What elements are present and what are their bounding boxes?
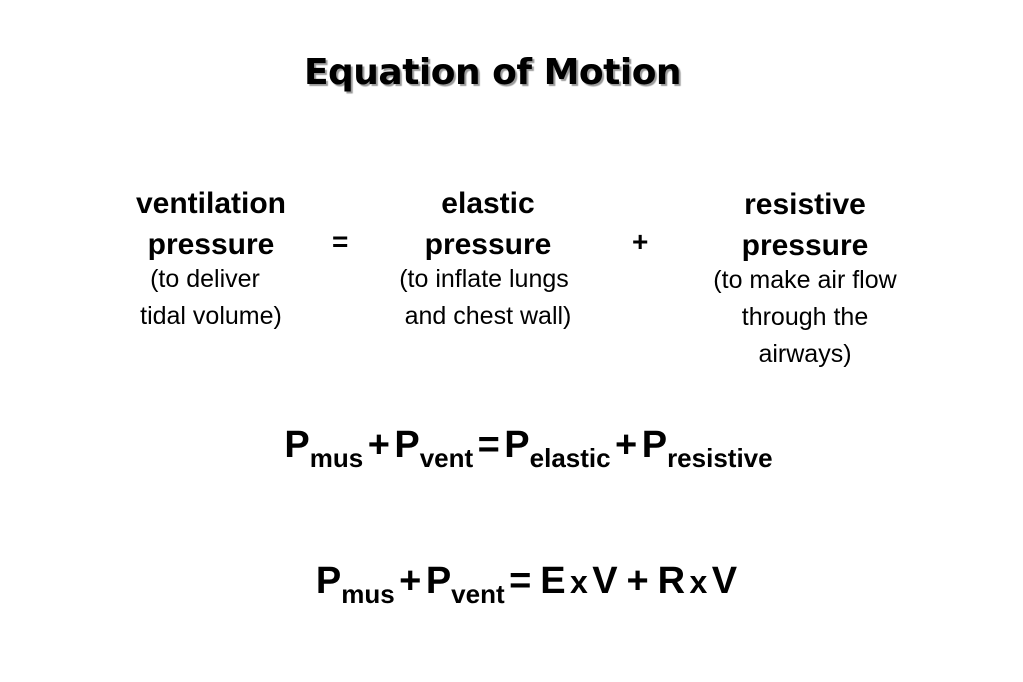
elastic-note-line2: and chest wall): [404, 302, 572, 330]
elastic-pressure-block: elastic pressure (to inflate lungs and c…: [368, 183, 608, 335]
resistive-pressure-block: resistive pressure (to make air flow thr…: [680, 184, 930, 373]
equals-operator: =: [509, 560, 532, 602]
resistive-note-line2: through the: [741, 303, 869, 331]
elastic-pressure-label: pressure: [424, 228, 552, 261]
plus-operator: +: [632, 226, 649, 257]
ventilation-note-line1: (to deliver: [150, 265, 260, 293]
plus-operator: +: [367, 424, 390, 466]
slide-title: Equation of Motion: [303, 52, 682, 93]
ventilation-note-line2: tidal volume): [140, 302, 282, 330]
times-operator: x: [570, 564, 588, 600]
volume-symbol: V: [592, 560, 618, 602]
plus-operator: +: [399, 560, 422, 602]
times-operator: x: [689, 564, 708, 600]
ventilation-label: ventilation: [135, 187, 286, 220]
motion-equation: Pmus + Pvent = E x V + R x V: [0, 560, 1023, 609]
elastance-symbol: E: [540, 560, 566, 602]
flow-symbol: V: [711, 560, 738, 602]
elastic-subscript: elastic: [529, 443, 611, 473]
pressure-equation: Pmus + Pvent = Pelastic + Presistive: [0, 424, 1023, 473]
ventilation-pressure-label: pressure: [147, 228, 275, 261]
resistive-label: resistive: [744, 188, 866, 221]
plus-operator: +: [626, 560, 649, 602]
resistive-pressure-label: pressure: [741, 229, 869, 262]
p-vent-symbol: P: [425, 560, 452, 602]
vent-subscript: vent: [419, 443, 474, 473]
mus-subscript: mus: [309, 443, 364, 473]
p-elastic-symbol: P: [504, 424, 530, 466]
resistive-note-line3: airways): [758, 340, 852, 368]
plus-operator: +: [615, 424, 638, 466]
elastic-label: elastic: [441, 187, 535, 220]
equals-operator: =: [477, 424, 500, 466]
equals-operator: =: [332, 226, 349, 257]
p-mus-symbol: P: [315, 560, 342, 602]
elastic-note-line1: (to inflate lungs: [399, 265, 569, 293]
resistive-subscript: resistive: [667, 443, 773, 473]
p-vent-symbol: P: [394, 424, 420, 466]
ventilation-pressure-block: ventilation pressure (to deliver tidal v…: [111, 183, 311, 335]
mus-subscript: mus: [341, 579, 395, 609]
resistive-note-line1: (to make air flow: [713, 266, 897, 294]
vent-subscript: vent: [451, 579, 505, 609]
resistance-symbol: R: [657, 560, 686, 602]
p-mus-symbol: P: [284, 424, 310, 466]
p-resistive-symbol: P: [641, 424, 668, 466]
